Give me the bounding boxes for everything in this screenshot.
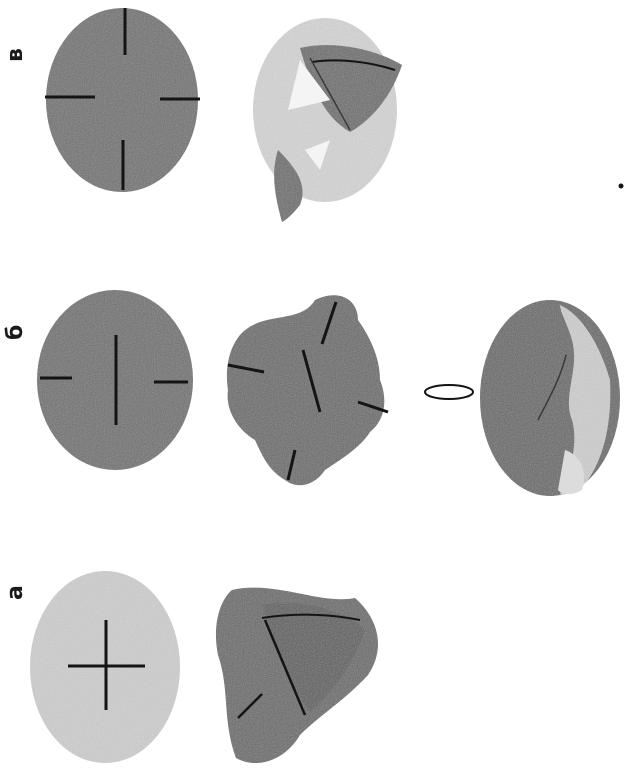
- panel-b-ring: [425, 385, 473, 399]
- panel-v-flat-disc: [45, 8, 200, 192]
- panel-label-a: а: [3, 585, 28, 600]
- panel-b-folded-shape: [227, 295, 388, 485]
- panel-b-flat-disc: [37, 290, 193, 470]
- panel-b: б: [3, 290, 620, 496]
- panel-label-b: б: [3, 325, 28, 340]
- panel-a-folded-shape: [216, 588, 378, 763]
- panel-b-sphere: [480, 300, 620, 496]
- panel-a-flat-disc: [30, 571, 180, 763]
- speck: [619, 184, 624, 189]
- panel-label-v: в: [3, 48, 28, 62]
- panel-v-folded-shape: [253, 18, 402, 222]
- panel-a: а: [3, 571, 378, 763]
- panel-v: в: [3, 8, 624, 222]
